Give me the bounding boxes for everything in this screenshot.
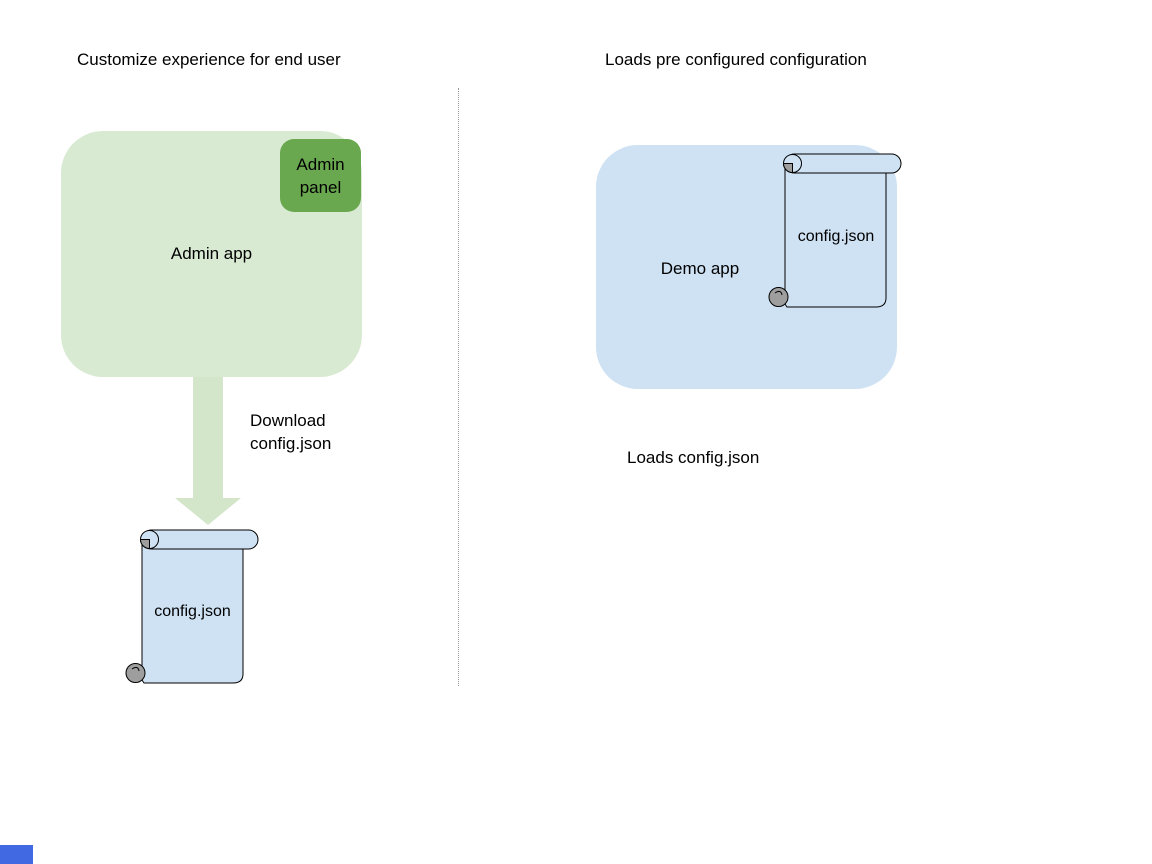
right-section-title: Loads pre configured configuration [605, 50, 867, 69]
config-json-label: config.json [797, 228, 875, 245]
corner-marker [0, 845, 33, 864]
down-arrow-icon [175, 377, 241, 525]
loads-config-caption: Loads config.json [627, 448, 760, 467]
left-section-title: Customize experience for end user [77, 50, 341, 69]
admin-panel-label: Admin panel [296, 154, 345, 197]
config-json-scroll-icon [768, 153, 902, 308]
admin-app-label: Admin app [170, 244, 253, 263]
download-caption: Download config.json [250, 411, 332, 453]
admin-panel-box: Admin panel [280, 139, 361, 212]
section-divider [458, 88, 459, 686]
config-json-label: config.json [154, 603, 231, 620]
config-json-scroll-icon [125, 529, 259, 684]
demo-app-label: Demo app [660, 259, 740, 278]
